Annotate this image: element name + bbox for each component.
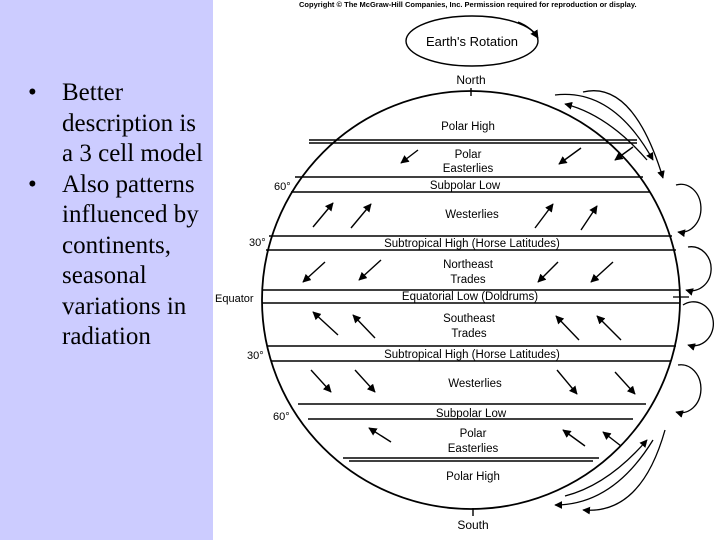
wind-arrow-icon <box>350 203 372 229</box>
zone-polar-easterlies-north: Easterlies <box>443 163 494 175</box>
lat-60s-label: 60° <box>273 411 290 423</box>
zone-subpolar-low-north: Subpolar Low <box>430 180 501 192</box>
wind-arrow-icon <box>312 311 339 336</box>
bullet-item: Also patterns influenced by continents, … <box>28 170 210 353</box>
wind-arrow-icon <box>596 315 622 341</box>
wind-arrow-icon <box>562 429 586 447</box>
zone-equatorial-low: Equatorial Low (Doldrums) <box>402 291 538 303</box>
wind-arrows <box>302 146 636 447</box>
zone-polar-easterlies-south: Polar <box>460 428 487 440</box>
cell-arrow-icon <box>582 429 666 515</box>
wind-arrow-icon <box>302 261 326 283</box>
north-label: North <box>456 73 485 87</box>
zone-subtropical-high-north: Subtropical High (Horse Latitudes) <box>384 238 560 250</box>
wind-arrow-icon <box>558 147 582 165</box>
wind-arrow-icon <box>590 261 614 283</box>
rotation-label: Earth's Rotation <box>426 34 518 49</box>
wind-arrow-icon <box>368 427 392 443</box>
zone-polar-high-south: Polar High <box>446 471 500 483</box>
lat-30s-label: 30° <box>247 350 264 362</box>
wind-arrow-icon <box>614 371 636 395</box>
cell-arrow-icon <box>564 439 648 497</box>
equator-label: Equator <box>215 293 254 305</box>
wind-arrow-icon <box>580 205 598 231</box>
wind-arrow-icon <box>534 203 554 229</box>
globe-diagram: Copyright © The McGraw-Hill Companies, I… <box>215 0 714 532</box>
wind-arrow-icon <box>352 314 376 339</box>
lat-60n-label: 60° <box>274 181 291 193</box>
zone-polar-easterlies-south: Easterlies <box>448 443 499 455</box>
zone-northeast-trades: Northeast <box>443 259 494 271</box>
zone-southeast-trades: Southeast <box>443 313 496 325</box>
cell-arrow-icon <box>564 101 648 161</box>
zone-westerlies-south: Westerlies <box>448 378 502 390</box>
zone-polar-high-north: Polar High <box>441 121 495 133</box>
globe-outline <box>261 90 681 510</box>
cell-arrow-icon <box>582 90 665 179</box>
zone-polar-easterlies-north: Polar <box>455 149 482 161</box>
rotation-ellipse <box>405 15 539 67</box>
wind-arrow-icon <box>602 431 622 447</box>
zone-subtropical-high-south: Subtropical High (Horse Latitudes) <box>384 349 560 361</box>
lat-30n-label: 30° <box>249 237 266 249</box>
cell-arrow-icon <box>682 301 714 351</box>
circulation-cells <box>554 90 714 515</box>
wind-arrow-icon <box>312 202 334 228</box>
wind-arrow-icon <box>556 369 578 395</box>
bullet-panel: Better description is a 3 cell model Als… <box>0 0 213 540</box>
zone-northeast-trades: Trades <box>450 274 486 286</box>
wind-arrow-icon <box>614 146 634 161</box>
wind-arrow-icon <box>354 369 376 393</box>
south-label: South <box>457 518 488 532</box>
rotation-arrow-icon <box>517 21 539 39</box>
wind-arrow-icon <box>537 261 559 283</box>
latitude-lines <box>262 139 680 462</box>
three-cell-circulation-figure: Copyright © The McGraw-Hill Companies, I… <box>213 0 720 540</box>
cell-arrow-icon <box>554 93 654 161</box>
cell-arrow-icon <box>675 183 702 238</box>
wind-arrow-icon <box>310 369 332 393</box>
bullet-item: Better description is a 3 cell model <box>28 78 210 170</box>
copyright-text: Copyright © The McGraw-Hill Companies, I… <box>299 0 637 9</box>
zone-westerlies-north: Westerlies <box>445 209 499 221</box>
wind-arrow-icon <box>358 259 382 281</box>
cell-arrow-icon <box>554 439 654 509</box>
bullet-list: Better description is a 3 cell model Als… <box>28 78 210 353</box>
zone-subpolar-low-south: Subpolar Low <box>436 408 507 420</box>
wind-arrow-icon <box>400 149 419 164</box>
cell-arrow-icon <box>675 364 702 418</box>
zone-southeast-trades: Trades <box>451 328 487 340</box>
wind-arrow-icon <box>555 315 580 341</box>
cell-arrow-icon <box>685 246 712 296</box>
